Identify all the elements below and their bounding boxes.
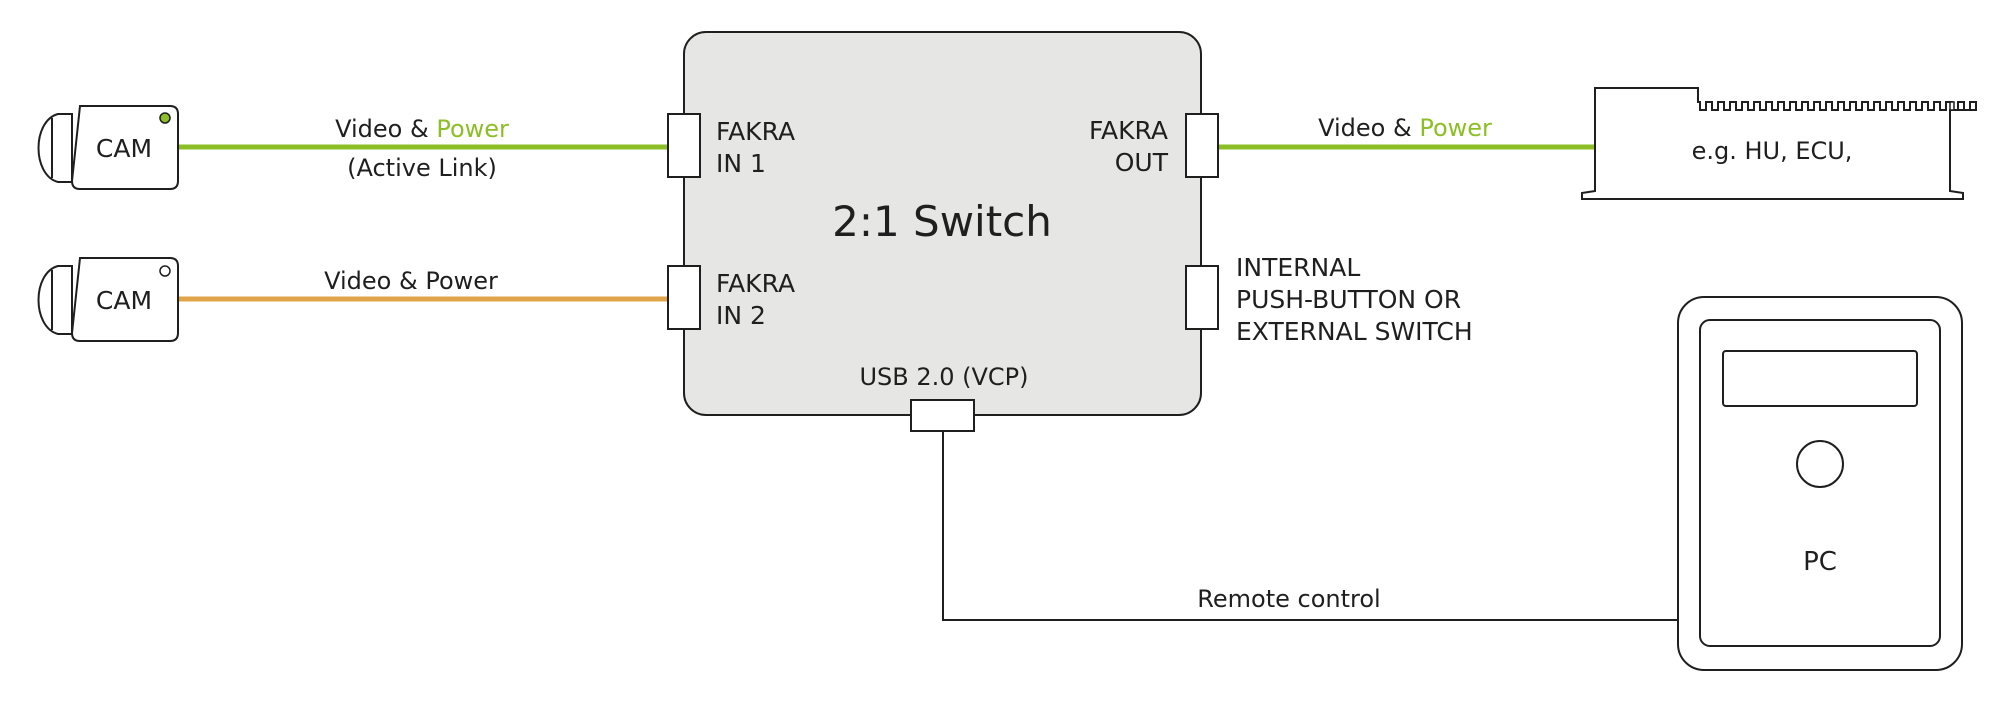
output-cable-label: Video & Power <box>1318 114 1492 142</box>
camera-1-lens-icon <box>37 113 73 183</box>
pc-device: PC <box>1677 296 1963 671</box>
remote-control-cable <box>942 431 1678 621</box>
cam1-cable-label: Video & Power <box>335 115 509 143</box>
camera-1-body <box>70 105 179 190</box>
camera-1: CAM <box>37 105 179 190</box>
camera-2-led-icon <box>159 265 171 277</box>
head-unit-device: e.g. HU, ECU, <box>1581 87 1977 200</box>
camera-2-lens-icon <box>37 265 73 335</box>
camera-1-led-icon <box>159 112 171 124</box>
fakra-out-connector <box>1185 113 1219 178</box>
head-unit-label: e.g. HU, ECU, <box>1692 137 1853 165</box>
camera-2-body <box>70 257 179 342</box>
camera-1-label: CAM <box>96 134 152 163</box>
camera-2: CAM <box>37 257 179 342</box>
cam2-cable-label: Video & Power <box>324 267 498 295</box>
remote-control-label: Remote control <box>1197 585 1380 613</box>
usb-port-label: USB 2.0 (VCP) <box>859 363 1028 391</box>
usb-connector <box>910 399 975 432</box>
switch-control-connector <box>1185 265 1219 330</box>
cam1-cable-sublabel: (Active Link) <box>347 154 497 182</box>
fakra-in2-connector <box>667 265 701 330</box>
pc-label: PC <box>1803 547 1837 577</box>
switch-title: 2:1 Switch <box>832 197 1052 246</box>
camera-2-label: CAM <box>96 286 152 315</box>
pc-power-button-icon <box>1796 440 1844 488</box>
fakra-in1-connector <box>667 113 701 178</box>
pc-drive-bay <box>1722 350 1918 407</box>
